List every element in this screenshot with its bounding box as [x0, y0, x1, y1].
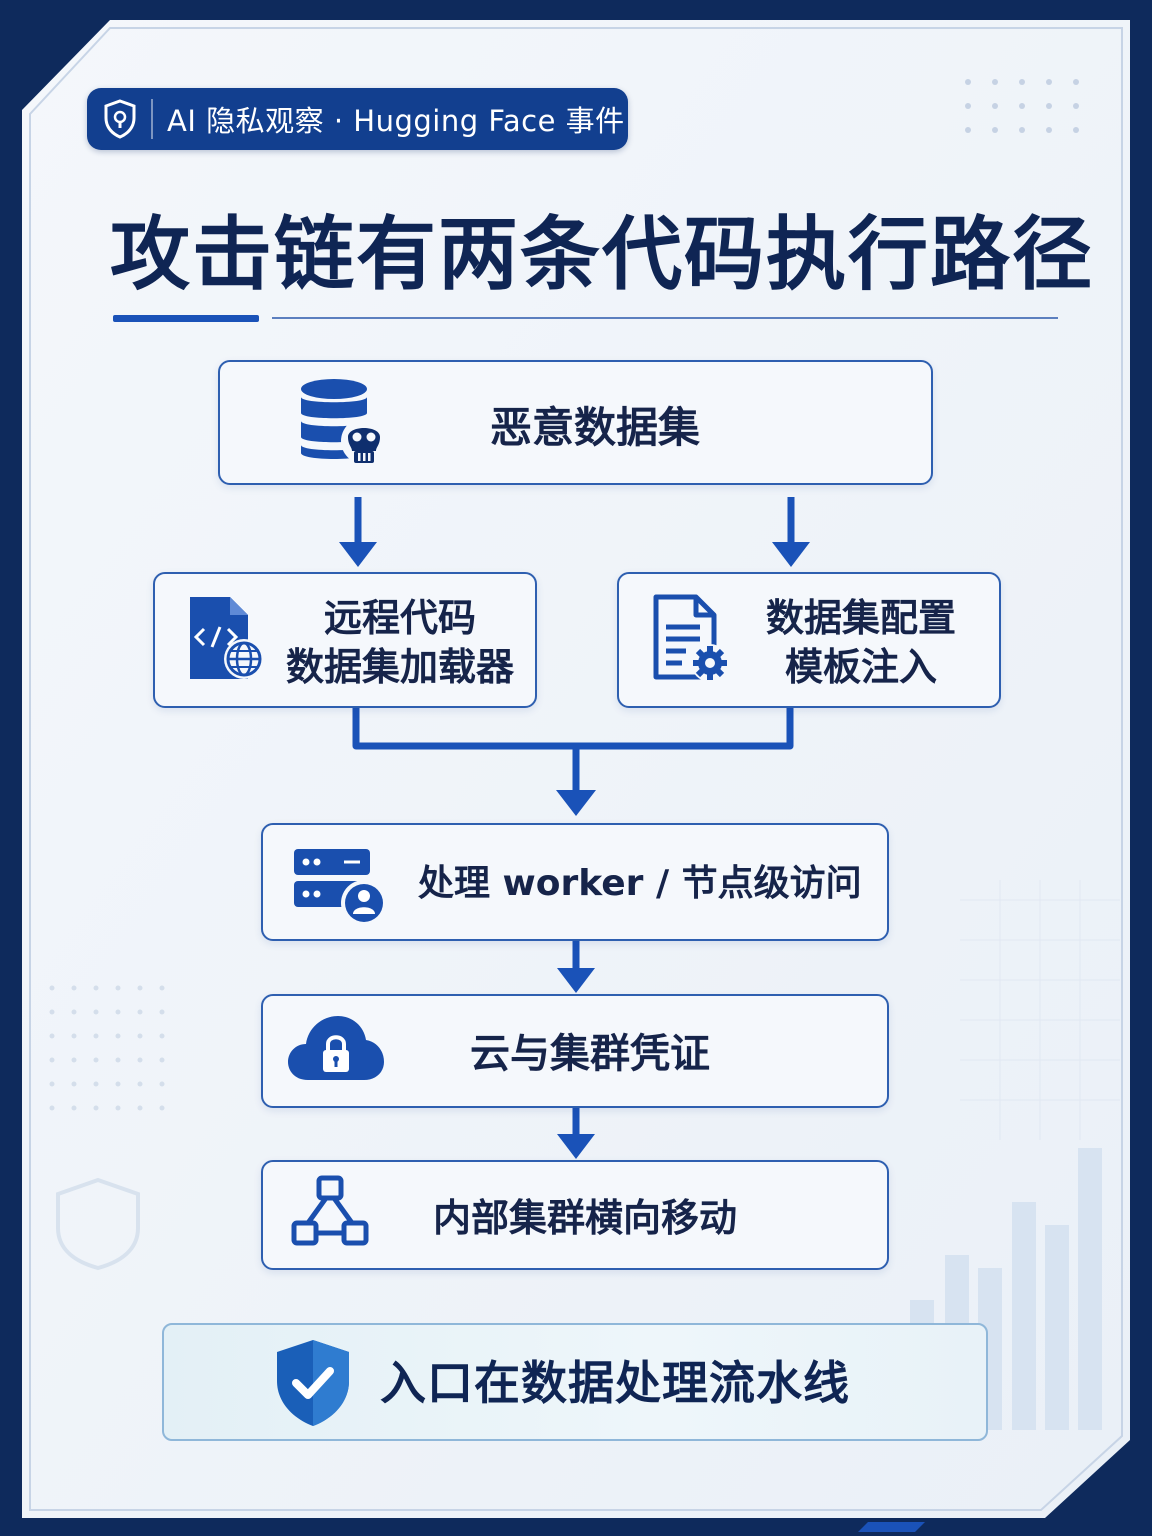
server-user-icon [292, 845, 388, 931]
badge-text: AI 隐私观察 · Hugging Face 事件 [167, 104, 625, 138]
node-config-injection-line1: 数据集配置 [765, 596, 956, 640]
code-file-globe-icon [186, 593, 268, 687]
entry-point-label: 入口在数据处理流水线 [380, 1356, 850, 1410]
node-malicious-dataset-label: 恶意数据集 [489, 403, 700, 452]
node-lateral-movement-label: 内部集群横向移动 [432, 1196, 737, 1240]
network-nodes-icon [290, 1175, 372, 1255]
node-worker-access-label: 处理 worker / 节点级访问 [418, 863, 862, 904]
node-remote-loader-line2: 数据集加载器 [285, 645, 514, 689]
node-credentials-label: 云与集群凭证 [470, 1031, 710, 1077]
node-malicious-dataset [218, 360, 933, 485]
document-gear-icon [650, 593, 736, 689]
shield-check-icon [272, 1337, 354, 1433]
title-underline-accent [113, 315, 259, 322]
database-skull-icon [296, 375, 392, 475]
topic-badge: AI 隐私观察 · Hugging Face 事件 [87, 88, 628, 150]
title-underline [272, 317, 1058, 319]
cloud-lock-icon [286, 1012, 386, 1090]
node-lateral-movement [261, 1160, 889, 1270]
shield-icon [101, 97, 139, 141]
node-config-injection-line2: 模板注入 [784, 645, 937, 689]
page-title: 攻击链有两条代码执行路径 [110, 208, 1094, 301]
node-remote-loader-line1: 远程代码 [323, 596, 476, 640]
badge-divider [151, 99, 153, 139]
